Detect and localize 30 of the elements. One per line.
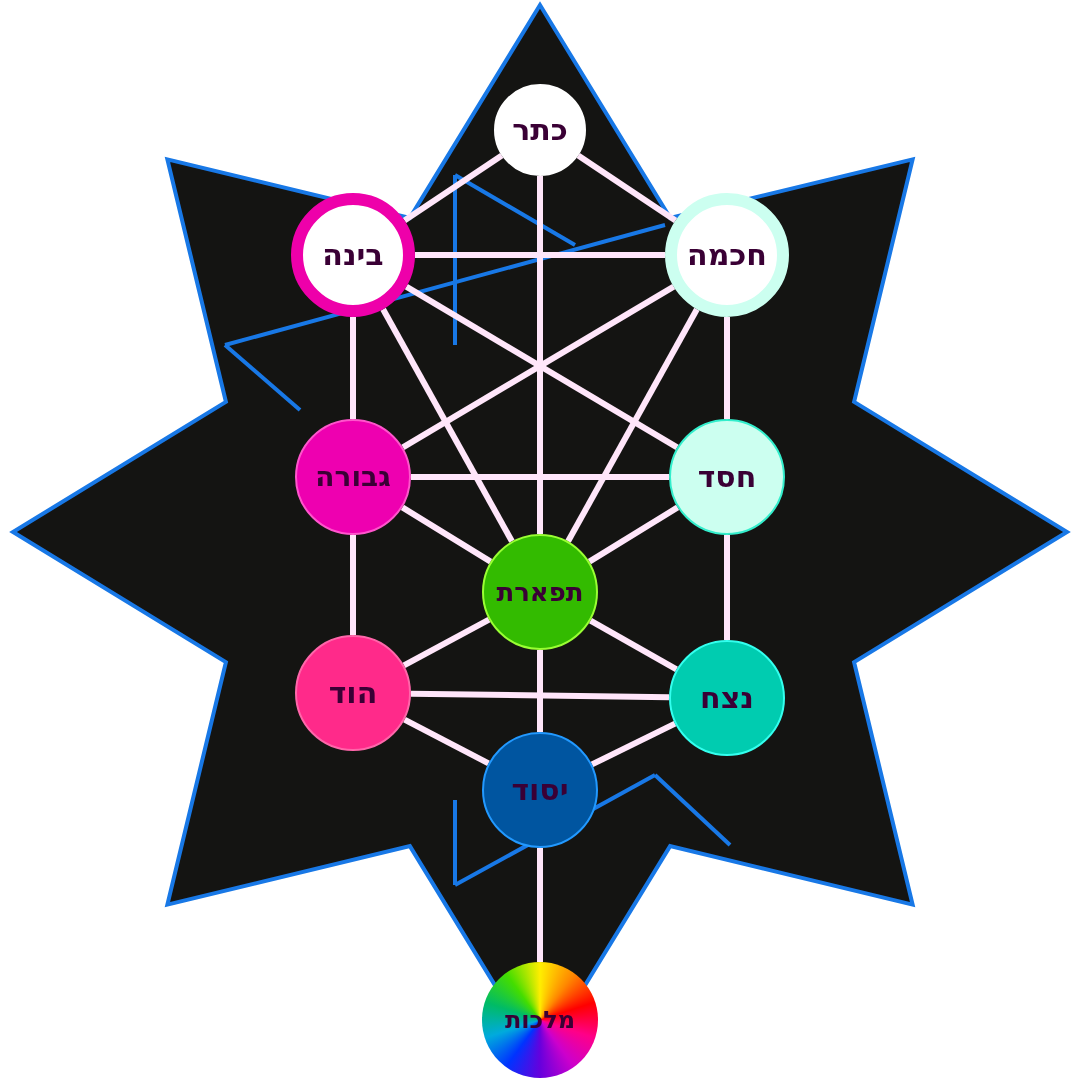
path-line bbox=[724, 535, 730, 640]
sefira-name: נצח bbox=[700, 683, 754, 713]
path-line bbox=[537, 650, 543, 732]
sefira-name: בינה bbox=[322, 240, 384, 270]
path-line bbox=[350, 535, 356, 635]
path-line bbox=[410, 690, 670, 701]
sefira-name: חסד bbox=[697, 462, 757, 492]
sefira-name: כתר bbox=[512, 115, 568, 145]
path-line bbox=[587, 504, 680, 565]
sefira-name: מלכות bbox=[504, 1008, 576, 1032]
sefira-name: גבורה bbox=[315, 463, 391, 491]
path-line bbox=[537, 848, 543, 962]
path-line bbox=[576, 153, 678, 223]
path-line bbox=[589, 618, 678, 672]
path-line bbox=[350, 317, 356, 419]
path-line bbox=[403, 717, 490, 766]
path-line bbox=[402, 153, 504, 223]
path-line bbox=[537, 176, 543, 534]
path-line bbox=[400, 504, 493, 565]
path-line bbox=[380, 307, 515, 543]
path-line bbox=[590, 720, 677, 768]
path-line bbox=[411, 474, 669, 480]
sefira-name: יסוד bbox=[511, 775, 569, 805]
path-line bbox=[415, 252, 665, 258]
path-line bbox=[724, 317, 730, 419]
sefira-name: חכמה bbox=[687, 240, 767, 270]
sefira-name: הוד bbox=[328, 678, 378, 708]
path-line bbox=[402, 616, 491, 669]
sefira-name: תפארת bbox=[496, 579, 584, 605]
path-line bbox=[565, 307, 700, 543]
